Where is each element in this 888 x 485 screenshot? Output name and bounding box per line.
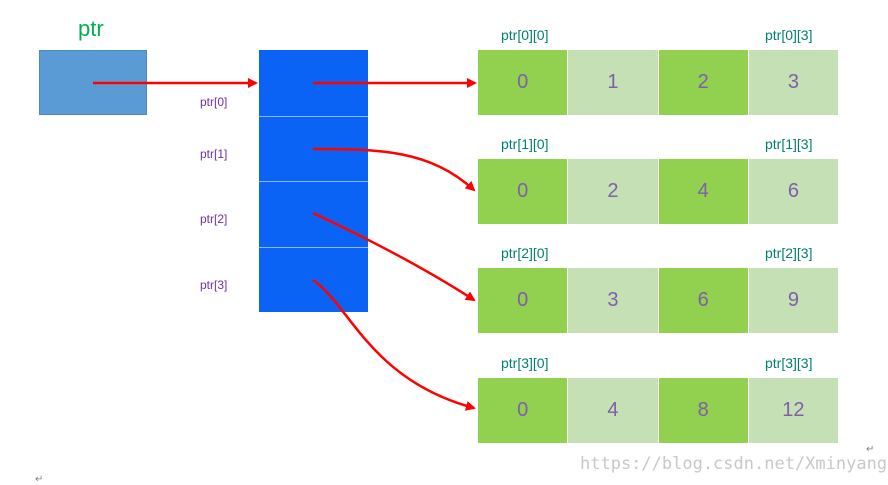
row-1-cell-2: 4 — [658, 159, 749, 224]
row-3-cell-2: 8 — [658, 378, 749, 443]
row-0-cell-3: 3 — [748, 50, 839, 115]
ptr-title: ptr — [78, 16, 104, 41]
array-label-1: ptr[1] — [200, 147, 228, 161]
row-2: 0 3 6 9 — [478, 268, 839, 333]
row-2-first-label: ptr[2][0] — [501, 245, 549, 261]
row-1-cell-3: 6 — [748, 159, 839, 224]
return-mark-right: ↵ — [866, 444, 875, 455]
row-3: 0 4 8 12 — [478, 378, 839, 443]
array-label-3: ptr[3] — [200, 278, 228, 292]
row-3-first-label: ptr[3][0] — [501, 355, 549, 371]
row-3-cell-3: 12 — [748, 378, 839, 443]
row-1-last-label: ptr[1][3] — [765, 136, 813, 152]
row-1-cell-0: 0 — [478, 159, 569, 224]
row-2-cell-0: 0 — [478, 268, 569, 333]
row-1: 0 2 4 6 — [478, 159, 839, 224]
row-2-last-label: ptr[2][3] — [765, 245, 813, 261]
row-3-cell-0: 0 — [478, 378, 569, 443]
row-0-last-label: ptr[0][3] — [765, 27, 813, 43]
arrow-row-3 — [312, 278, 476, 411]
row-3-last-label: ptr[3][3] — [765, 355, 813, 371]
array-label-2: ptr[2] — [200, 212, 228, 226]
row-0-first-label: ptr[0][0] — [501, 27, 549, 43]
row-1-cell-1: 2 — [568, 159, 659, 224]
watermark: https://blog.csdn.net/Xminyang — [580, 454, 888, 474]
row-0: 0 1 2 3 — [478, 50, 839, 115]
row-0-cell-2: 2 — [658, 50, 749, 115]
row-2-cell-1: 3 — [568, 268, 659, 333]
row-0-cell-1: 1 — [568, 50, 659, 115]
row-3-cell-1: 4 — [568, 378, 659, 443]
row-2-cell-2: 6 — [658, 268, 749, 333]
pointer-array-cell-3 — [259, 246, 368, 312]
row-0-cell-0: 0 — [478, 50, 569, 115]
row-1-first-label: ptr[1][0] — [501, 136, 549, 152]
array-label-0: ptr[0] — [200, 95, 228, 109]
arrow-row-1 — [312, 147, 476, 192]
return-mark-left: ↵ — [35, 474, 44, 485]
arrow-row-2 — [312, 211, 476, 302]
row-2-cell-3: 9 — [748, 268, 839, 333]
